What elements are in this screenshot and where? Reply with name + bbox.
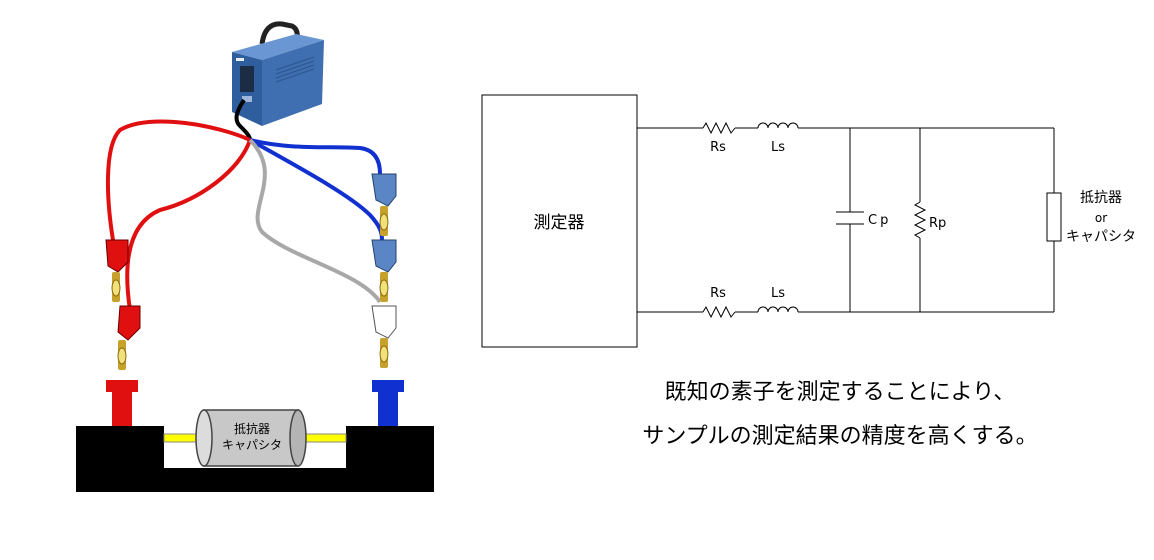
red-connector-2: [117, 305, 141, 370]
instrument-side-face: [262, 40, 324, 126]
rp-resistor: [913, 201, 927, 239]
instrument-logo: [236, 58, 244, 61]
red-terminal-cap: [106, 380, 138, 392]
bottom-inductor-ls: [757, 306, 799, 313]
circuit-labels: 測定器 Rs Ls Rs Ls Cp Rp 抵抗器 or キャパシタ: [534, 140, 1137, 301]
gray-lead: [248, 138, 382, 304]
sample-label-line1: 抵抗器: [234, 421, 270, 436]
caption-line-1: 既知の素子を測定することにより、: [664, 380, 1016, 405]
dut-label-line3: キャパシタ: [1066, 229, 1136, 245]
measurement-setup: 抵抗器 キャパシタ: [76, 21, 434, 492]
blue-connector-1: [371, 173, 397, 236]
rs-bottom-label: Rs: [710, 286, 726, 301]
red-terminal-post: [112, 392, 132, 426]
blue-terminal-cap: [372, 380, 404, 392]
fixture-base: [76, 426, 434, 492]
instrument-display: [240, 66, 254, 92]
instrument-label: 測定器: [534, 213, 585, 233]
sample-end-left: [195, 409, 213, 467]
instrument-unit: [232, 21, 324, 126]
blue-lead-1: [249, 138, 382, 175]
dut-label-line2: or: [1095, 211, 1107, 225]
top-resistor-rs: [702, 121, 736, 135]
instrument-top-face: [232, 34, 324, 60]
red-lead-1: [105, 119, 251, 247]
caption-line-2: サンプルの測定結果の精度を高くする。: [642, 424, 1038, 449]
test-fixture: 抵抗器 キャパシタ: [76, 380, 434, 492]
bottom-resistor-rs: [702, 305, 736, 319]
rp-label: Rp: [929, 216, 946, 231]
dut-label-line1: 抵抗器: [1080, 190, 1122, 206]
ls-bottom-label: Ls: [771, 286, 785, 301]
equivalent-circuit: [481, 94, 1062, 348]
dut-element: [1046, 192, 1062, 242]
blue-lead-2: [249, 138, 384, 241]
sample-label-line2: キャパシタ: [222, 438, 282, 452]
red-leads: [105, 119, 252, 311]
blue-terminal-post: [378, 392, 398, 426]
instrument-vents: [275, 56, 315, 83]
white-connector: [371, 305, 397, 368]
cp-label: Cp: [868, 213, 891, 228]
blue-connector-2: [371, 239, 397, 302]
rs-top-label: Rs: [710, 140, 726, 155]
top-inductor-ls: [757, 122, 799, 129]
blue-leads: [249, 138, 384, 241]
instrument-connector: [242, 96, 252, 102]
red-lead-2: [125, 139, 252, 311]
ls-top-label: Ls: [771, 140, 785, 155]
red-connector-1: [105, 239, 129, 302]
cable-trunk: [234, 98, 252, 141]
sample-end-right: [289, 409, 307, 467]
instrument-box: [481, 94, 638, 348]
